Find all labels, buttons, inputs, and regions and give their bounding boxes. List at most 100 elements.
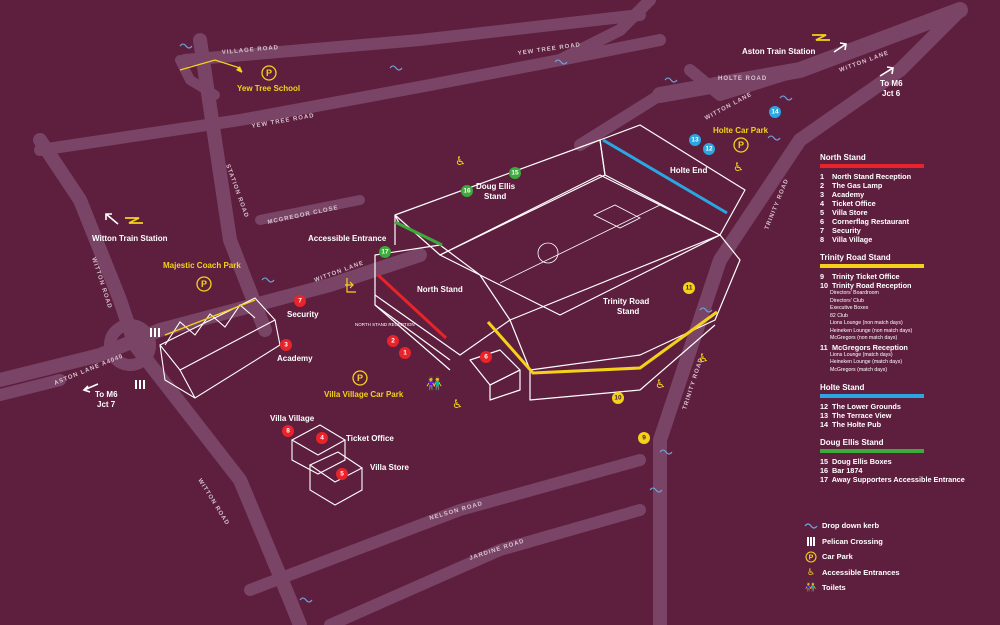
marker-10[interactable]: 10 <box>612 392 624 404</box>
marker-3[interactable]: 3 <box>280 339 292 351</box>
doug-ellis-stand-label-line2: Stand <box>484 192 506 201</box>
north-stand-strip <box>376 273 448 340</box>
legend-item: 2 The Gas Lamp <box>820 181 883 190</box>
aston-station-label: Aston Train Station <box>742 47 815 56</box>
svg-text:6: 6 <box>484 354 488 361</box>
key-label: Toilets <box>822 583 846 593</box>
doug-ellis-stand-label-line1: Doug Ellis <box>476 182 516 191</box>
marker-7[interactable]: 7 <box>294 295 306 307</box>
svg-text:3: 3 <box>284 342 288 349</box>
marker-5[interactable]: 5 <box>336 468 348 480</box>
legend-item: 5 Villa Store <box>820 208 868 217</box>
legend-trinity-stand: Trinity Road Stand 9 Trinity Ticket Offi… <box>820 253 990 374</box>
legend-item: 15 Doug Ellis Boxes <box>820 457 892 466</box>
legend-trinity-bar <box>820 264 924 268</box>
marker-1[interactable]: 1 <box>399 347 411 359</box>
legend-north-bar <box>820 164 924 168</box>
aston-direction-arrow <box>833 42 847 53</box>
accessible-entrance-icon: ♿ <box>452 397 463 411</box>
key-label: Accessible Entrances <box>822 567 900 577</box>
drop-down-kerb-icon <box>800 520 822 532</box>
legend-subitem: Lions Lounge (non match days) <box>830 320 903 326</box>
legend-item: 4 Ticket Office <box>820 199 876 208</box>
svg-text:P: P <box>201 279 207 289</box>
legend-subitem: Heineken Lounge (non match days) <box>830 327 913 334</box>
legend-item: 3 Academy <box>820 190 865 199</box>
marker-11[interactable]: 11 <box>683 282 695 294</box>
marker-8[interactable]: 8 <box>282 425 294 437</box>
svg-text:13: 13 <box>691 137 699 144</box>
svg-text:4: 4 <box>320 435 324 442</box>
accessible-entrance-icon: ♿ <box>698 351 709 365</box>
svg-text:12: 12 <box>705 146 713 153</box>
drop-down-kerbs <box>179 43 793 603</box>
legend-north-title: North Stand <box>820 153 866 162</box>
legend-subitem: Executive Boxes <box>830 305 869 311</box>
m6-jct6-arrow <box>879 66 894 77</box>
legend-item: 9 Trinity Ticket Office <box>820 272 900 281</box>
aston-rail-icon <box>812 34 830 41</box>
accessible-entrance-icon: ♿ <box>806 566 816 577</box>
marker-2[interactable]: 2 <box>387 335 399 347</box>
road-label-holte-road: HOLTE ROAD <box>718 76 767 82</box>
key-row-pelican: Pelican Crossing <box>800 534 990 550</box>
m6-jct7-arrow <box>82 383 99 393</box>
legend-item: 17 Away Supporters Accessible Entrance <box>820 475 965 484</box>
svg-text:P: P <box>738 140 744 150</box>
car-park-icon: P <box>800 551 822 563</box>
legend-item: 14 The Holte Pub <box>820 420 882 429</box>
accessible-entrance-icon: ♿ <box>655 377 666 391</box>
road-label-witton-road-bottom: WITTON ROAD <box>196 478 230 527</box>
villa-store-label: Villa Store <box>370 463 410 472</box>
m6-jct7-label-line2: Jct 7 <box>97 400 116 409</box>
marker-12[interactable]: 12 <box>703 143 715 155</box>
accessible-entrance-label: Accessible Entrance <box>308 234 387 243</box>
legend-subitem: McGregors (non match days) <box>830 335 898 341</box>
marker-13[interactable]: 13 <box>689 134 701 146</box>
pelican-crossings <box>135 328 160 389</box>
legend-doug-ellis-title: Doug Ellis Stand <box>820 438 884 447</box>
marker-14[interactable]: 14 <box>769 106 781 118</box>
legend-subitem: Directors' Club <box>830 297 864 304</box>
toilets-icon: 👫 <box>805 582 817 593</box>
legend-doug-ellis-bar <box>820 449 924 453</box>
academy-buildings <box>159 297 281 399</box>
academy-label: Academy <box>277 354 313 363</box>
svg-text:2: 2 <box>391 338 395 345</box>
svg-text:5: 5 <box>340 471 344 478</box>
road-label-village-road: VILLAGE ROAD <box>222 45 280 56</box>
witton-rail-icon <box>125 217 143 224</box>
key-row-toilets: 👫 Toilets <box>800 580 990 596</box>
marker-6[interactable]: 6 <box>480 351 492 363</box>
legend-item: 1 North Stand Reception <box>820 172 912 181</box>
toilets-icon: 👫 <box>426 376 442 391</box>
legend-item: 10 Trinity Road Reception <box>820 281 912 290</box>
legend-item: 7 Security <box>820 226 861 235</box>
car-park-icon: P <box>352 370 368 386</box>
villa-park-stadium <box>374 124 746 401</box>
trinity-road-stand-label-line2: Stand <box>617 307 639 316</box>
legend-subitem: McGregors (match days) <box>830 366 888 373</box>
legend-subitem: 82 Club <box>830 312 848 319</box>
doug-ellis-stand-strip <box>394 220 443 247</box>
marker-15[interactable]: 15 <box>509 167 521 179</box>
accessible-entrance-icon: ♿ <box>455 154 466 168</box>
car-park-icon: P <box>196 276 212 292</box>
svg-text:1: 1 <box>403 350 407 357</box>
marker-9[interactable]: 9 <box>638 432 650 444</box>
legend-subitem: Heineken Lounge (match days) <box>830 359 903 365</box>
legend-holte-stand: Holte Stand 12 The Lower Grounds 13 The … <box>820 383 990 429</box>
school-route-arrow <box>236 66 242 73</box>
legend-item: 12 The Lower Grounds <box>820 402 901 411</box>
marker-17[interactable]: 17 <box>379 246 391 258</box>
holte-car-park-label: Holte Car Park <box>713 126 769 135</box>
marker-4[interactable]: 4 <box>316 432 328 444</box>
pelican-crossing-icon <box>800 535 822 547</box>
marker-16[interactable]: 16 <box>461 185 473 197</box>
villa-village-buildings <box>290 424 364 506</box>
key-label: Pelican Crossing <box>822 536 883 546</box>
svg-text:10: 10 <box>614 395 622 402</box>
holte-stand-strip <box>602 138 728 215</box>
legend-north-stand: North Stand 1 North Stand Reception 2 Th… <box>820 153 990 244</box>
